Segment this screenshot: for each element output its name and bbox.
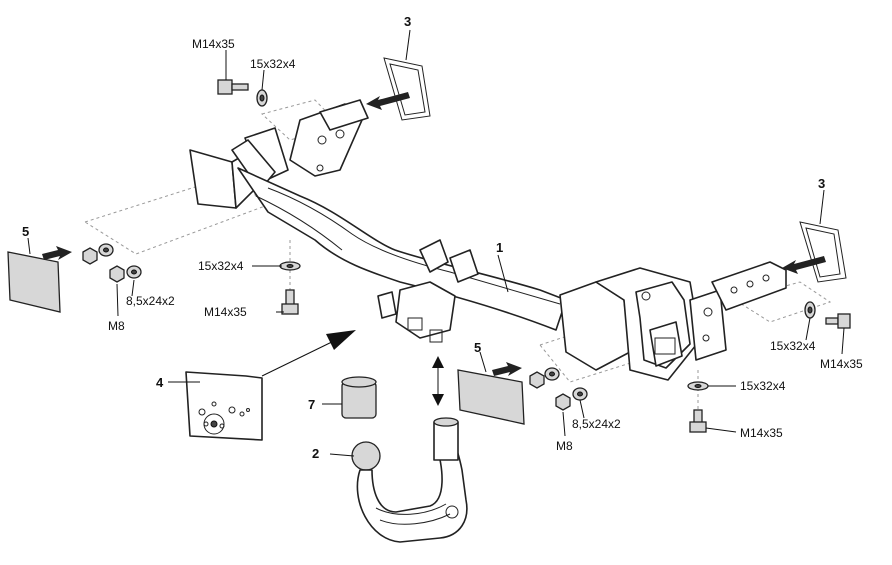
callout-5-right: 5	[474, 340, 481, 355]
nut-icon	[529, 371, 571, 411]
callout-5-left: 5	[22, 224, 29, 239]
label-bolt-right-lower: M14x35	[740, 426, 783, 440]
label-bolt-left: M14x35	[192, 37, 235, 51]
callout-7: 7	[308, 397, 315, 412]
frame-outline-icon	[799, 221, 847, 283]
cover-plate-right	[457, 369, 525, 425]
leader-lines	[27, 29, 845, 457]
label-nut-left: M8	[108, 319, 125, 333]
ball-cap	[341, 376, 377, 419]
arrow-icon	[366, 92, 410, 110]
cover-plate-left	[7, 251, 61, 313]
callout-4: 4	[156, 375, 164, 390]
bolt-icon	[281, 289, 299, 315]
washer-icon	[279, 261, 301, 271]
washer-icon	[544, 367, 588, 401]
callout-1: 1	[496, 240, 503, 255]
nut-icon	[82, 247, 125, 283]
bolt-icon	[217, 79, 249, 95]
arrow-icon	[261, 330, 356, 377]
bolt-icon	[825, 313, 851, 329]
callout-2: 2	[312, 446, 319, 461]
label-small-washer-left: 8,5x24x2	[126, 294, 175, 308]
arrow-icon	[42, 246, 72, 260]
frame-outline-icon	[383, 57, 431, 121]
label-washer-right: 15x32x4	[770, 339, 816, 353]
label-washer-center: 15x32x4	[198, 259, 244, 273]
callout-3-right: 3	[818, 176, 825, 191]
label-washer-left: 15x32x4	[250, 57, 296, 71]
ball-neck	[351, 417, 468, 543]
label-small-washer-right: 8,5x24x2	[572, 417, 621, 431]
label-bolt-right: M14x35	[820, 357, 863, 371]
towbar-crossbar	[189, 99, 787, 381]
bolt-icon	[689, 409, 707, 433]
arrow-icon	[492, 362, 522, 376]
washer-icon	[687, 381, 709, 391]
arrow-icon	[432, 356, 444, 406]
washer-icon	[256, 89, 268, 107]
label-nut-right: M8	[556, 439, 573, 453]
callout-3-top: 3	[404, 14, 411, 29]
washer-icon	[804, 301, 816, 319]
washer-icon	[98, 243, 142, 279]
label-bolt-center: M14x35	[204, 305, 247, 319]
arrow-icon	[782, 256, 826, 274]
socket-bracket	[185, 371, 263, 441]
label-washer-right-lower: 15x32x4	[740, 379, 786, 393]
